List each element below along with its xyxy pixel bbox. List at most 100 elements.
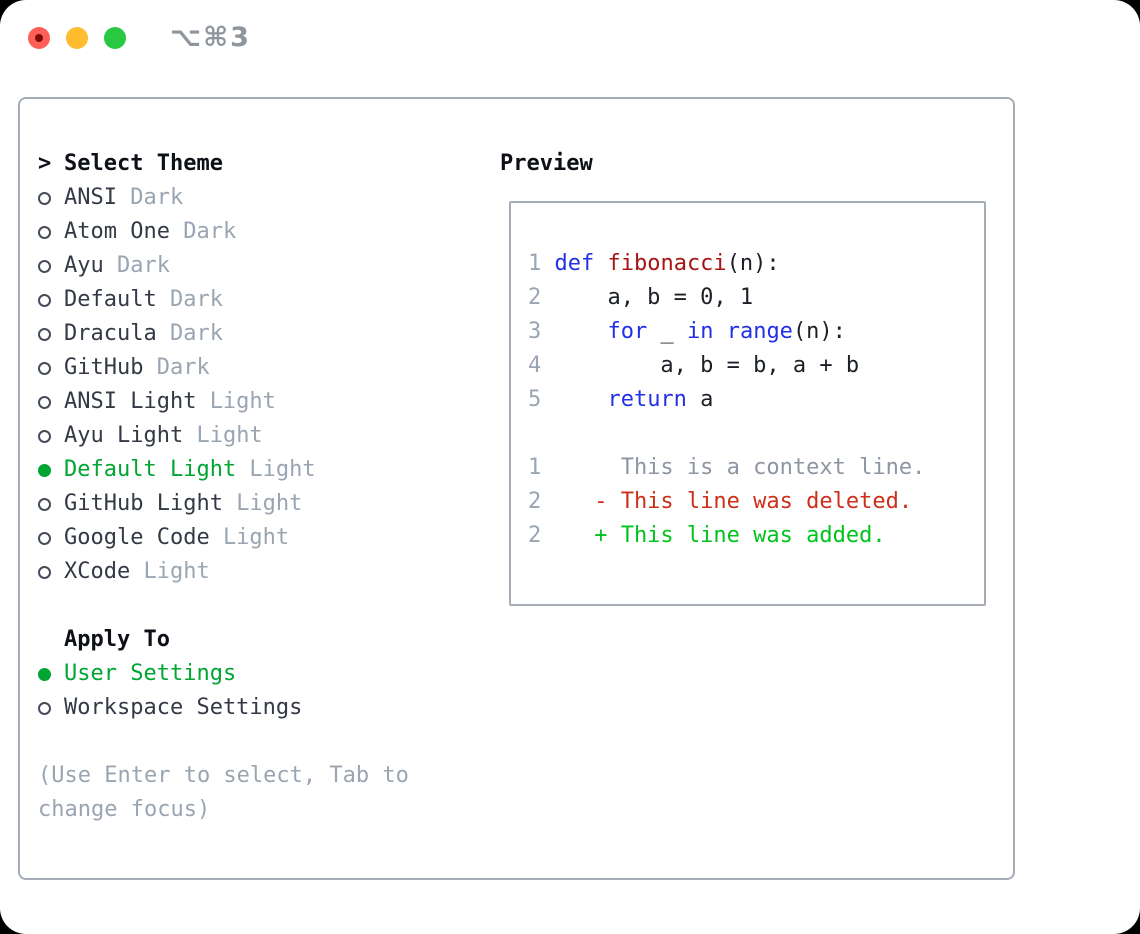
code-line: 4 a, b = b, a + b xyxy=(528,349,984,383)
theme-option[interactable]: Google Code Light xyxy=(38,521,500,555)
radio-icon xyxy=(38,497,51,511)
radio-icon xyxy=(38,259,51,273)
line-number: 2 xyxy=(528,285,542,310)
theme-variant: Dark xyxy=(169,287,223,312)
preview-pane: Preview 1 def fibonacci(n): 2 a, b = 0, 1… xyxy=(500,147,1013,878)
theme-selector: > Select Theme ANSI Dark Atom One Dark A… xyxy=(38,147,500,878)
theme-option[interactable]: GitHub Dark xyxy=(38,351,500,385)
line-content: a, b = 0, 1 xyxy=(554,285,754,310)
theme-name: Ayu Light xyxy=(64,423,184,448)
spacer xyxy=(38,589,500,623)
line-content: def fibonacci(n): xyxy=(554,251,780,276)
spacer xyxy=(38,725,500,759)
main-panel: > Select Theme ANSI Dark Atom One Dark A… xyxy=(18,97,1015,880)
radio-icon xyxy=(38,395,51,409)
apply-to-option[interactable]: User Settings xyxy=(38,657,500,691)
radio-icon xyxy=(38,225,51,239)
apply-to-header: Apply To xyxy=(64,627,170,652)
theme-option[interactable]: ANSI Dark xyxy=(38,181,500,215)
code-line: 2 + This line was added. xyxy=(528,519,984,553)
line-content: - This line was deleted. xyxy=(554,489,913,514)
window-title-shortcut: ⌥⌘3 xyxy=(170,22,251,53)
theme-option[interactable]: Atom One Dark xyxy=(38,215,500,249)
theme-name: Ayu xyxy=(64,253,104,278)
radio-icon xyxy=(38,667,51,681)
theme-option[interactable]: Ayu Dark xyxy=(38,249,500,283)
cursor-arrow-icon: > xyxy=(38,151,52,176)
theme-name: ANSI xyxy=(64,185,117,210)
theme-variant: Dark xyxy=(130,185,184,210)
theme-variant: Dark xyxy=(169,321,223,346)
line-content: + This line was added. xyxy=(554,523,886,548)
line-number: 1 xyxy=(528,251,542,276)
line-number: 4 xyxy=(528,353,542,378)
line-content: for _ in range(n): xyxy=(607,319,846,344)
theme-variant: Light xyxy=(196,423,263,448)
preview-code-box: 1 def fibonacci(n): 2 a, b = 0, 1 3 for _… xyxy=(509,201,986,606)
code-line-list: 1 def fibonacci(n): 2 a, b = 0, 1 3 for _… xyxy=(528,247,984,553)
code-line: 2 - This line was deleted. xyxy=(528,485,984,519)
theme-option[interactable]: Default Dark xyxy=(38,283,500,317)
unsaved-dot-icon xyxy=(35,34,43,42)
line-content: a, b = b, a + b xyxy=(554,353,860,378)
theme-variant: Light xyxy=(143,559,210,584)
code-line: 5 return a xyxy=(528,383,984,417)
apply-to-label: Workspace Settings xyxy=(64,695,303,720)
line-content: This is a context line. xyxy=(554,455,926,480)
code-line xyxy=(528,417,984,451)
minimize-button[interactable] xyxy=(66,27,88,49)
radio-icon xyxy=(38,531,51,545)
theme-variant: Dark xyxy=(116,253,170,278)
radio-icon xyxy=(38,429,51,443)
radio-icon xyxy=(38,463,51,477)
titlebar: ⌥⌘3 xyxy=(0,0,1140,97)
theme-variant: Light xyxy=(209,389,276,414)
theme-variant: Dark xyxy=(183,219,237,244)
theme-name: XCode xyxy=(64,559,131,584)
theme-variant: Light xyxy=(249,457,316,482)
line-number: 5 xyxy=(528,387,542,412)
theme-name: GitHub Light xyxy=(64,491,223,516)
radio-icon xyxy=(38,327,51,341)
theme-variant: Light xyxy=(222,525,290,550)
apply-to-option-list: User Settings Workspace Settings xyxy=(38,657,500,725)
close-button[interactable] xyxy=(28,27,50,49)
radio-icon xyxy=(38,701,51,715)
theme-name: Default xyxy=(64,287,157,312)
theme-option[interactable]: GitHub Light Light xyxy=(38,487,500,521)
line-number: 1 xyxy=(528,455,542,480)
radio-icon xyxy=(38,293,51,307)
zoom-button[interactable] xyxy=(104,27,126,49)
theme-option[interactable]: Dracula Dark xyxy=(38,317,500,351)
apply-to-label: User Settings xyxy=(64,661,237,686)
line-content: return a xyxy=(607,387,714,412)
radio-icon xyxy=(38,191,51,205)
theme-name: Default Light xyxy=(64,457,237,482)
theme-list-header-row: > Select Theme xyxy=(38,147,500,181)
theme-name: Google Code xyxy=(64,525,210,550)
radio-icon xyxy=(38,361,51,375)
apply-to-header-row: Apply To xyxy=(38,623,500,657)
radio-icon xyxy=(38,565,51,579)
theme-name: Atom One xyxy=(64,219,170,244)
theme-list-header: Select Theme xyxy=(64,151,223,176)
line-number: 2 xyxy=(528,523,542,548)
theme-variant: Dark xyxy=(156,355,210,380)
theme-option[interactable]: ANSI Light Light xyxy=(38,385,500,419)
theme-name: ANSI Light xyxy=(64,389,197,414)
theme-variant: Light xyxy=(236,491,303,516)
theme-option[interactable]: Default Light Light xyxy=(38,453,500,487)
code-line: 1 This is a context line. xyxy=(528,451,984,485)
theme-option-list: ANSI Dark Atom One Dark Ayu Dark Default… xyxy=(38,181,500,589)
line-number: 2 xyxy=(528,489,542,514)
line-number: 3 xyxy=(528,319,542,344)
theme-name: Dracula xyxy=(64,321,157,346)
theme-option[interactable]: Ayu Light Light xyxy=(38,419,500,453)
theme-option[interactable]: XCode Light xyxy=(38,555,500,589)
hint-text: (Use Enter to select, Tab to change focu… xyxy=(38,763,409,822)
code-line: 2 a, b = 0, 1 xyxy=(528,281,984,315)
line-number xyxy=(528,417,541,451)
preview-header: Preview xyxy=(500,151,593,176)
apply-to-option[interactable]: Workspace Settings xyxy=(38,691,500,725)
